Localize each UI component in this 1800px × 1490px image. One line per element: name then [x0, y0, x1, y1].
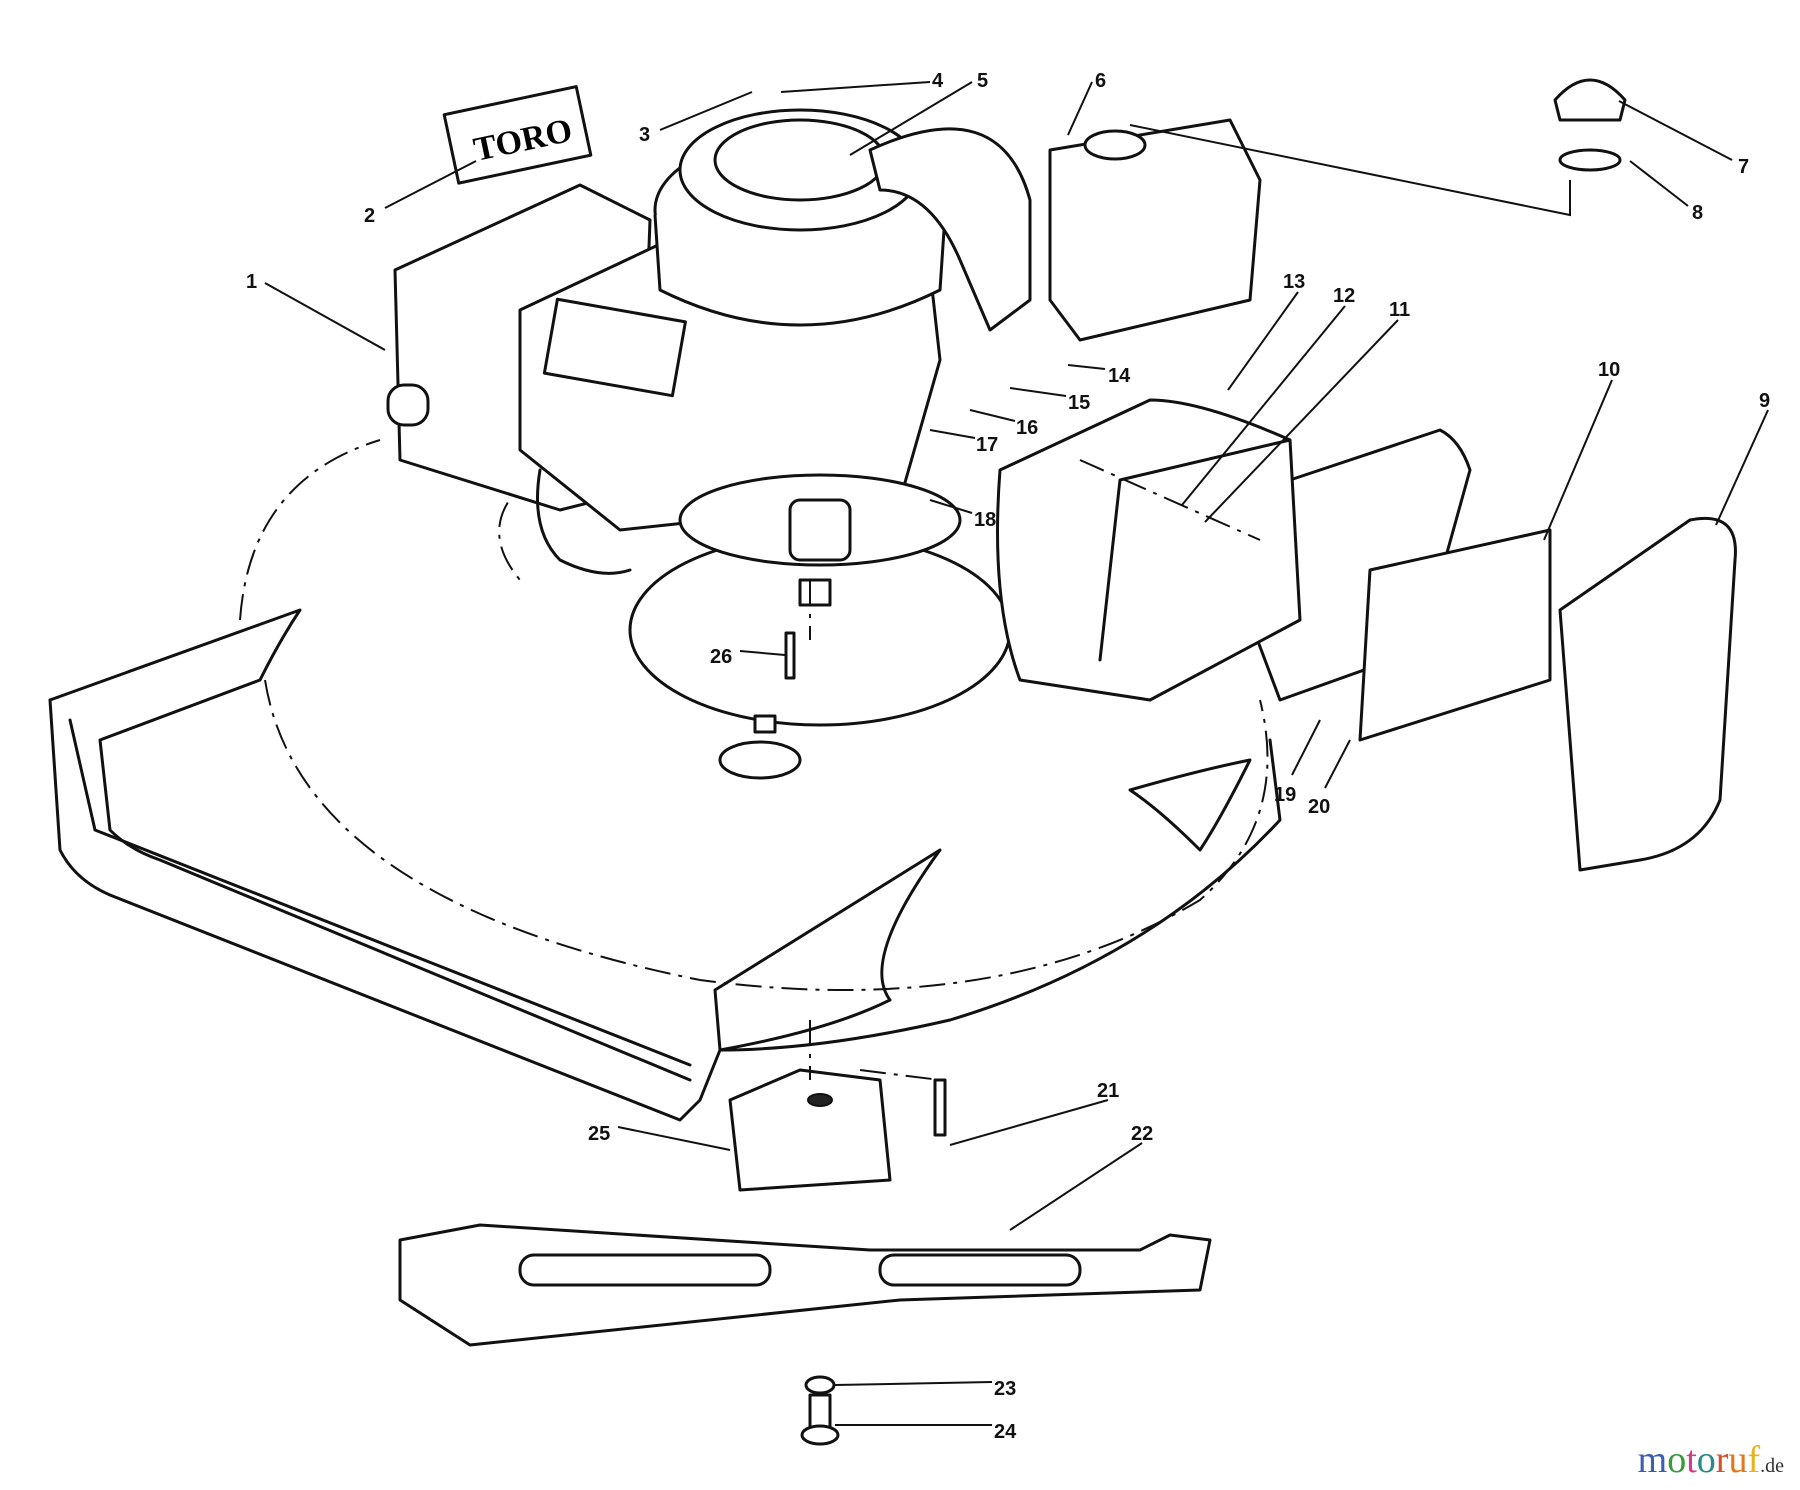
callout-23: 23	[994, 1378, 1016, 1400]
watermark-letter: m	[1637, 1439, 1668, 1481]
callout-12: 12	[1333, 285, 1355, 307]
callout-20: 20	[1308, 796, 1330, 818]
callout-1: 1	[246, 271, 257, 293]
key-disc	[718, 740, 802, 780]
callout-4: 4	[932, 70, 944, 92]
callout-10: 10	[1598, 359, 1620, 381]
callout-17: 17	[976, 434, 998, 456]
watermark-letter: r	[1715, 1439, 1729, 1481]
air-cleaner-cover	[1558, 516, 1737, 872]
callout-11: 11	[1389, 299, 1410, 321]
callout-16: 16	[1016, 417, 1038, 439]
watermark-letter: t	[1686, 1439, 1697, 1481]
watermark-letter: u	[1728, 1439, 1748, 1481]
callout-8: 8	[1692, 202, 1703, 224]
watermark-letter: o	[1696, 1439, 1716, 1481]
callout-9: 9	[1759, 390, 1770, 412]
callout-leaders	[264, 81, 1769, 1426]
callout-13: 13	[1283, 271, 1305, 293]
callout-24: 24	[994, 1421, 1017, 1443]
callout-labels: 1 2 3 4 5 6 7 8 9 10 11 12 13 14 15 16 1…	[246, 70, 1770, 1443]
callout-15: 15	[1068, 392, 1090, 414]
toro-decal: TORO	[442, 85, 593, 185]
watermark-letter: f	[1747, 1439, 1761, 1481]
callout-14: 14	[1108, 365, 1131, 387]
engine	[386, 108, 1262, 607]
callout-26: 26	[710, 646, 732, 668]
motoruf-watermark: motoruf.de	[1638, 1438, 1784, 1482]
key	[753, 714, 777, 734]
callout-25: 25	[588, 1123, 610, 1145]
callout-6: 6	[1095, 70, 1106, 92]
gas-cap	[1553, 78, 1627, 122]
cap-filter	[1558, 148, 1622, 172]
callout-21: 21	[1097, 1080, 1119, 1102]
callout-2: 2	[364, 205, 375, 227]
callout-19: 19	[1274, 784, 1296, 806]
callout-5: 5	[977, 70, 988, 92]
callout-7: 7	[1738, 156, 1749, 178]
callout-22: 22	[1131, 1123, 1153, 1145]
callout-3: 3	[639, 124, 650, 146]
foam-element	[1358, 528, 1552, 742]
pin-26	[784, 631, 796, 680]
air-cleaner-body	[996, 398, 1302, 702]
mower-deck	[48, 439, 1302, 1122]
callout-18: 18	[974, 509, 996, 531]
watermark-suffix: .de	[1760, 1455, 1784, 1477]
watermark-letter: o	[1667, 1439, 1687, 1481]
blade-assembly	[398, 1068, 1212, 1446]
